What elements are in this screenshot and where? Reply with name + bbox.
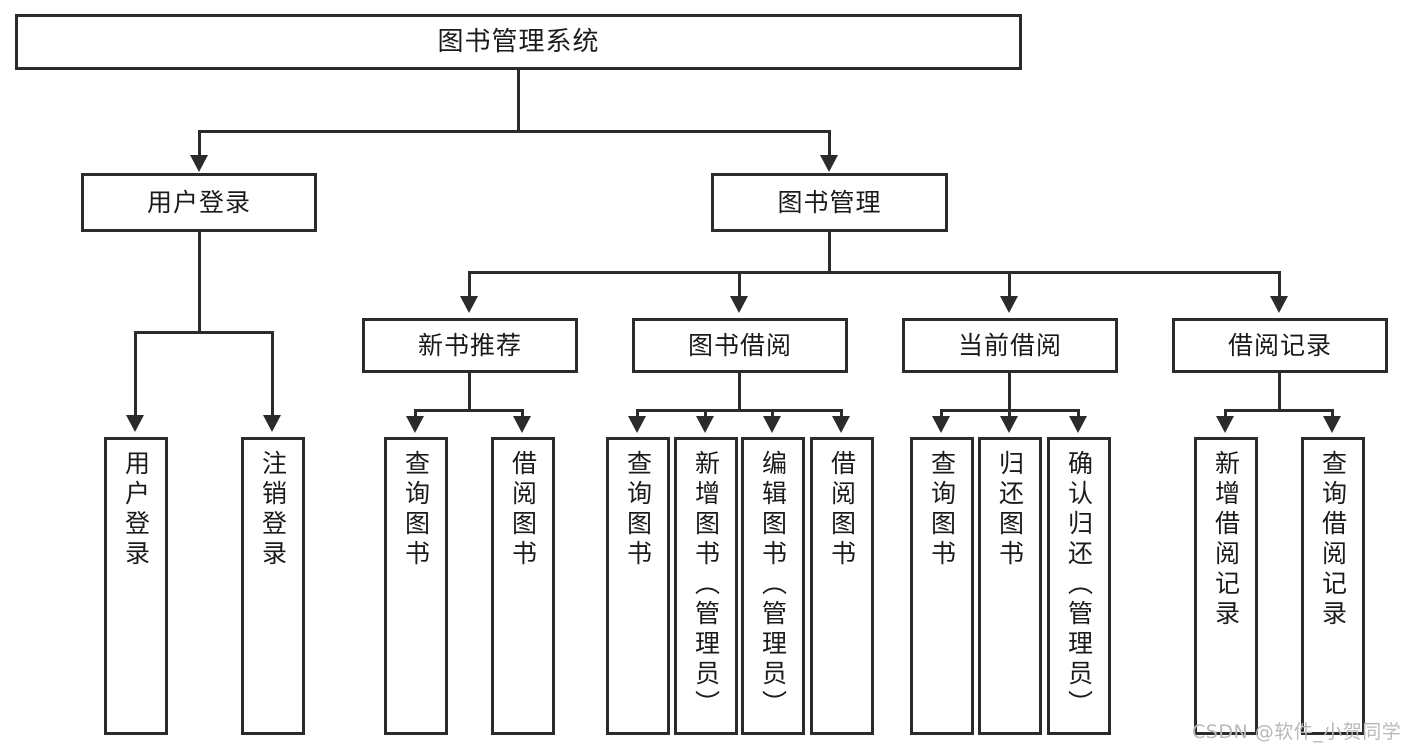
- connector-new-books-bus: [414, 409, 524, 412]
- connector-borrow-books-bus: [636, 409, 843, 412]
- connector-current-borrow-drop-2: [1008, 409, 1011, 417]
- connector-current-borrow-stem: [1008, 373, 1011, 411]
- connector-new-books-drop-2: [521, 409, 524, 417]
- connector-borrow-books-drop-3: [771, 409, 774, 417]
- leaf-node-query-books-rec[interactable]: 查询图书: [384, 437, 448, 735]
- node-borrow-record[interactable]: 借阅记录: [1172, 318, 1388, 373]
- watermark-text: CSDN @软件_小贺同学: [1192, 721, 1402, 743]
- arrowhead-to-book-mgmt: [820, 155, 838, 172]
- node-label: 新增图书（管理员）: [691, 450, 721, 720]
- arrowhead-leaf-4: [513, 416, 531, 433]
- node-label: 图书借阅: [687, 330, 792, 360]
- connector-current-borrow-drop-3: [1077, 409, 1080, 417]
- connector-to-book-mgmt: [828, 130, 831, 156]
- connector-to-borrow-records: [1278, 271, 1281, 297]
- node-label: 借阅记录: [1227, 330, 1332, 360]
- node-new-book-recommend[interactable]: 新书推荐: [362, 318, 578, 373]
- leaf-node-borrow-books-rec[interactable]: 借阅图书: [491, 437, 555, 735]
- connector-borrow-books-stem: [738, 373, 741, 411]
- node-label: 查询图书: [623, 450, 653, 570]
- node-label: 查询图书: [401, 450, 431, 570]
- node-label: 用户登录: [121, 450, 151, 570]
- leaf-node-add-borrow-record[interactable]: 新增借阅记录: [1194, 437, 1258, 735]
- arrowhead-to-borrow-books: [730, 296, 748, 313]
- connector-borrow-books-drop-4: [840, 409, 843, 417]
- connector-new-books-drop-1: [414, 409, 417, 417]
- node-label: 查询图书: [927, 450, 957, 570]
- node-label: 查询借阅记录: [1318, 450, 1348, 630]
- node-label: 确认归还（管理员）: [1064, 450, 1094, 720]
- connector-user-login-drop-1: [134, 331, 137, 416]
- connector-current-borrow-drop-1: [940, 409, 943, 417]
- node-label: 注销登录: [258, 450, 288, 570]
- arrowhead-leaf-5: [628, 416, 646, 433]
- node-label: 编辑图书（管理员）: [758, 450, 788, 720]
- arrowhead-leaf-1: [126, 415, 144, 432]
- arrowhead-leaf-6: [696, 416, 714, 433]
- arrowhead-leaf-2: [263, 415, 281, 432]
- connector-to-current-borrow: [1008, 271, 1011, 297]
- leaf-node-logout[interactable]: 注销登录: [241, 437, 305, 735]
- connector-root-stem: [517, 70, 520, 132]
- leaf-node-query-books-borrow[interactable]: 查询图书: [606, 437, 670, 735]
- node-label: 图书管理系统: [437, 26, 600, 57]
- arrowhead-leaf-11: [1069, 416, 1087, 433]
- leaf-node-return-book[interactable]: 归还图书: [978, 437, 1042, 735]
- connector-to-new-books: [468, 271, 471, 297]
- connector-borrow-records-drop-1: [1224, 409, 1227, 417]
- node-current-borrow[interactable]: 当前借阅: [902, 318, 1118, 373]
- connector-level2-bus: [468, 271, 1280, 274]
- node-root-system[interactable]: 图书管理系统: [15, 14, 1022, 70]
- connector-borrow-records-bus: [1224, 409, 1334, 412]
- arrowhead-to-user-login: [190, 155, 208, 172]
- leaf-node-add-book-admin[interactable]: 新增图书（管理员）: [674, 437, 738, 735]
- leaf-node-confirm-return-admin[interactable]: 确认归还（管理员）: [1047, 437, 1111, 735]
- connector-borrow-books-drop-2: [704, 409, 707, 417]
- arrowhead-to-borrow-records: [1270, 296, 1288, 313]
- arrowhead-leaf-7: [763, 416, 781, 433]
- connector-to-borrow-books: [738, 271, 741, 297]
- arrowhead-leaf-8: [832, 416, 850, 433]
- leaf-node-edit-book-admin[interactable]: 编辑图书（管理员）: [741, 437, 805, 735]
- node-label: 用户登录: [146, 187, 251, 217]
- connector-new-books-stem: [468, 373, 471, 411]
- leaf-node-user-login[interactable]: 用户登录: [104, 437, 168, 735]
- leaf-node-query-books-current[interactable]: 查询图书: [910, 437, 974, 735]
- arrowhead-leaf-9: [932, 416, 950, 433]
- node-label: 借阅图书: [827, 450, 857, 570]
- node-label: 新书推荐: [417, 330, 522, 360]
- arrowhead-leaf-10: [1000, 416, 1018, 433]
- leaf-node-query-borrow-record[interactable]: 查询借阅记录: [1301, 437, 1365, 735]
- connector-to-user-login: [198, 130, 201, 156]
- connector-borrow-records-drop-2: [1331, 409, 1334, 417]
- node-label: 归还图书: [995, 450, 1025, 570]
- node-label: 图书管理: [777, 187, 882, 217]
- arrowhead-leaf-13: [1323, 416, 1341, 433]
- connector-borrow-records-stem: [1278, 373, 1281, 411]
- connector-user-login-drop-2: [271, 331, 274, 416]
- arrowhead-to-current-borrow: [1000, 296, 1018, 313]
- connector-user-login-stem: [198, 232, 201, 333]
- node-book-borrow[interactable]: 图书借阅: [632, 318, 848, 373]
- node-label: 新增借阅记录: [1211, 450, 1241, 630]
- node-book-management[interactable]: 图书管理: [711, 173, 948, 232]
- connector-borrow-books-drop-1: [636, 409, 639, 417]
- connector-user-login-bus: [134, 331, 273, 334]
- connector-level1-bus: [198, 130, 831, 133]
- connector-book-mgmt-stem: [828, 232, 831, 273]
- arrowhead-leaf-12: [1216, 416, 1234, 433]
- leaf-node-borrow-book[interactable]: 借阅图书: [810, 437, 874, 735]
- node-label: 当前借阅: [957, 330, 1062, 360]
- node-label: 借阅图书: [508, 450, 538, 570]
- node-user-login[interactable]: 用户登录: [81, 173, 317, 232]
- arrowhead-to-new-books: [460, 296, 478, 313]
- arrowhead-leaf-3: [406, 416, 424, 433]
